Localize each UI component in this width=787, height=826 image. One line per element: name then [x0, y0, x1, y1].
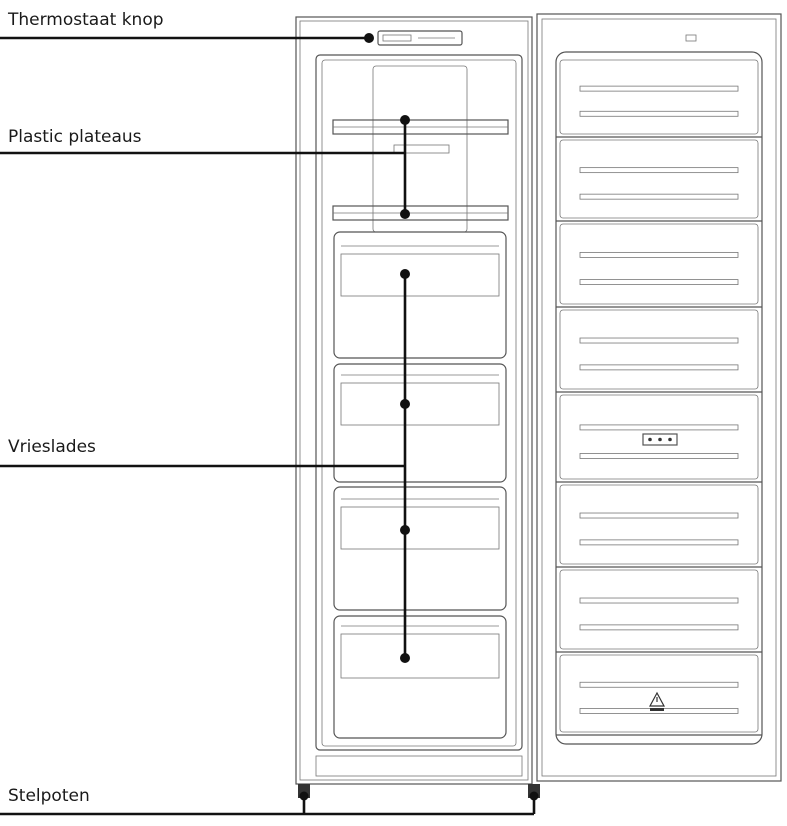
door-bin — [556, 223, 762, 308]
freezer-drawer-2 — [333, 363, 507, 483]
plastic-shelf-2 — [332, 205, 509, 221]
door-bin — [556, 569, 762, 653]
door-hinge — [685, 34, 697, 42]
freezer-drawer-1 — [333, 231, 507, 359]
door-bin — [556, 654, 762, 736]
callout-label-feet: Stelpoten — [8, 786, 90, 806]
freezer-drawer-4 — [333, 615, 507, 739]
callout-feet: Stelpoten — [0, 786, 539, 816]
door-bin — [556, 59, 762, 138]
freezer-door — [536, 13, 782, 782]
control-panel-icon — [642, 433, 678, 446]
freezer-drawer-3 — [333, 486, 507, 611]
door-bin — [556, 394, 762, 483]
callout-label-shelves: Plastic plateaus — [8, 127, 142, 147]
warning-icon — [648, 691, 666, 711]
inner-cavity — [315, 54, 523, 751]
callout-shelves: Plastic plateaus — [0, 115, 410, 219]
door-bins — [556, 59, 762, 736]
callout-thermostat: Thermostaat knop — [0, 10, 374, 43]
door-bin — [556, 484, 762, 568]
freezer-cabinet — [295, 16, 540, 798]
door-bin — [556, 139, 762, 222]
door-bin — [556, 309, 762, 393]
plastic-shelf-1 — [332, 119, 509, 154]
thermostat-panel — [377, 30, 463, 46]
callout-drawers: Vrieslades — [0, 269, 410, 663]
callout-label-thermostat: Thermostaat knop — [7, 10, 164, 30]
callout-label-drawers: Vrieslades — [8, 437, 96, 457]
